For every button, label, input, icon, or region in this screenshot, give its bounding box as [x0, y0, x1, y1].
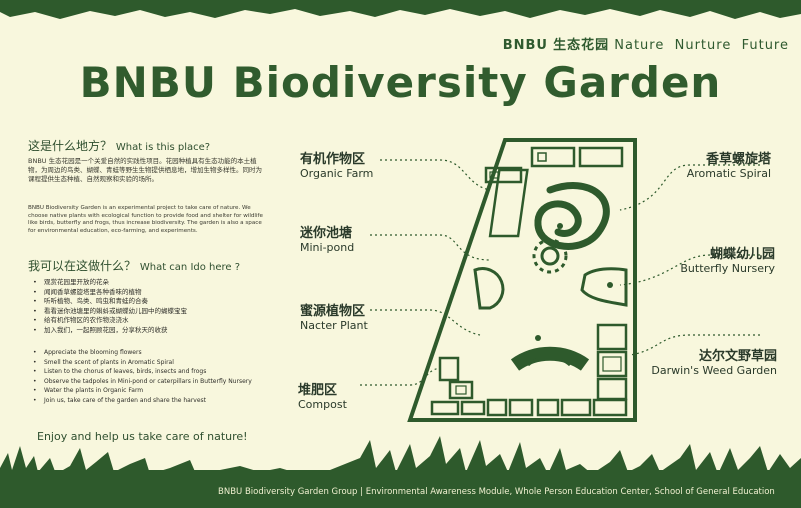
brand-text: BNBU: [502, 38, 548, 53]
mini-pond-shape: [532, 238, 568, 274]
bottom-bed-1: [430, 400, 460, 416]
activities-heading-en: What can Ido here ?: [139, 262, 241, 273]
bottom-bed-2: [460, 400, 486, 416]
nectar-plant-dot: [535, 335, 541, 341]
weed-bed-2: [596, 350, 628, 378]
bed-half-moon-left: [473, 267, 505, 310]
activities-heading-cn: 我可以在这做什么？: [28, 259, 137, 273]
label-cn: 香草螺旋塔: [705, 152, 771, 167]
label-cn: 有机作物区: [300, 152, 366, 167]
butterfly-nursery-shape: [580, 267, 628, 307]
butterfly-nursery-dot: [607, 282, 613, 288]
label-en: Aromatic Spiral: [686, 167, 771, 180]
bottom-bed-7: [592, 398, 628, 417]
top-brush-border: [0, 0, 801, 19]
spiral-center: [557, 223, 563, 229]
activities-list-en: Appreciate the blooming flowers Smell th…: [30, 348, 252, 406]
tagline-word-1: Nature: [614, 38, 665, 53]
label-compost: 堆肥区 Compost: [298, 379, 347, 411]
bed-top-1: [530, 146, 576, 168]
header-tagline: BNBU 生态花园 Nature Nurture Future: [503, 34, 789, 53]
label-butterfly-nursery: 蝴蝶幼儿园 Butterfly Nursery: [680, 243, 775, 275]
list-item: 闻闻香草螺旋塔里各种香味的植物: [30, 288, 187, 298]
intro-paragraph-cn: BNBU 生态花园是一个关爱自然的实践性项目。花园种植具有生态功能的本土植物，为…: [28, 157, 262, 183]
bed-left-1: [484, 166, 523, 184]
intro-heading-cn: 这是什么地方？: [28, 139, 113, 153]
bottom-bed-3: [486, 398, 508, 417]
leader-aromatic: [619, 164, 760, 211]
tagline-word-2: Nurture: [674, 38, 732, 53]
label-cn: 堆肥区: [298, 383, 338, 398]
bed-top-2: [578, 146, 624, 168]
label-aromatic-spiral: 香草螺旋塔 Aromatic Spiral: [687, 148, 771, 180]
compost-bin-1: [438, 356, 460, 382]
label-mini-pond: 迷你池塘 Mini-pond: [300, 222, 354, 254]
bed-left-2: [488, 168, 529, 238]
nectar-plant-inner: [527, 355, 571, 367]
list-item: 听听植物、鸟类、鸣虫和青蛙的合奏: [30, 297, 187, 307]
footer-text: BNBU Biodiversity Garden Group | Environ…: [218, 487, 775, 497]
label-cn: 迷你池塘: [300, 226, 353, 241]
weed-bed-2-inner: [602, 356, 622, 372]
label-darwins-weed-garden: 达尔文野草园 Darwin's Weed Garden: [651, 345, 777, 377]
compost-bin-2: [448, 380, 474, 400]
leader-compost: [360, 367, 441, 386]
list-item: Water the plants in Organic Farm: [30, 386, 252, 396]
label-en: Compost: [298, 398, 347, 411]
label-cn: 蜜源植物区: [300, 304, 366, 319]
enjoy-message: Enjoy and help us take care of nature!: [37, 430, 248, 443]
list-item: Observe the tadpoles in Mini-pond or cat…: [30, 377, 252, 387]
label-en: Butterfly Nursery: [680, 262, 775, 275]
list-item: 观赏花园里开放的花朵: [30, 278, 187, 288]
list-item: 看看迷你池塘里的蝌蚪或蝴蝶幼儿园中的蝴蝶宝宝: [30, 307, 187, 317]
list-item: Smell the scent of plants in Aromatic Sp…: [30, 358, 252, 368]
intro-heading: 这是什么地方？ What is this place?: [28, 137, 210, 154]
activities-list-cn: 观赏花园里开放的花朵 闻闻香草螺旋塔里各种香味的植物 听听植物、鸟类、鸣虫和青蛙…: [30, 278, 187, 336]
compost-bin-2-inner: [455, 385, 467, 395]
bottom-bed-5: [536, 398, 560, 417]
leader-lines: [360, 159, 760, 386]
label-organic-farm: 有机作物区 Organic Farm: [300, 148, 373, 180]
intro-heading-en: What is this place?: [115, 142, 211, 153]
label-en: Nacter Plant: [300, 319, 368, 332]
tagline-word-3: Future: [741, 38, 789, 53]
label-en: Darwin's Weed Garden: [651, 364, 777, 377]
leader-darwin: [629, 334, 760, 356]
brand-cn-text: 生态花园: [553, 38, 610, 53]
list-item: Join us, take care of the garden and sha…: [30, 396, 252, 406]
label-en: Mini-pond: [300, 241, 355, 254]
leader-pond: [370, 234, 491, 261]
nectar-plant-shape: [510, 346, 590, 371]
list-item: 加入我们，一起照顾花园，分享秋天的收获: [30, 326, 187, 336]
label-nectar-plant: 蜜源植物区 Nacter Plant: [300, 300, 368, 332]
page-title: BNBU Biodiversity Garden: [79, 58, 722, 107]
bottom-bed-4: [508, 398, 534, 417]
weed-bed-1: [596, 323, 628, 351]
list-item: Appreciate the blooming flowers: [30, 348, 252, 358]
leader-nectar: [370, 309, 481, 336]
mini-pond-inner: [540, 246, 560, 266]
weed-bed-3: [596, 377, 628, 401]
aromatic-spiral-shape: [534, 182, 610, 250]
leader-organic: [380, 159, 491, 191]
intro-paragraph-en: BNBU Biodiversity Garden is an experimen…: [28, 205, 263, 234]
bottom-bed-6: [560, 398, 592, 417]
label-en: Organic Farm: [300, 167, 374, 180]
activities-heading: 我可以在这做什么？ What can Ido here ?: [28, 257, 240, 274]
label-cn: 蝴蝶幼儿园: [709, 247, 775, 262]
list-item: Listen to the chorus of leaves, birds, i…: [30, 367, 252, 377]
leader-butterfly: [619, 254, 760, 286]
garden-map: [360, 138, 760, 422]
bed-top-1-inner: [537, 152, 547, 162]
label-cn: 达尔文野草园: [698, 349, 777, 364]
garden-outline: [407, 138, 637, 422]
list-item: 给有机作物区的农作物浇浇水: [30, 316, 187, 326]
footer-band: [0, 470, 801, 508]
